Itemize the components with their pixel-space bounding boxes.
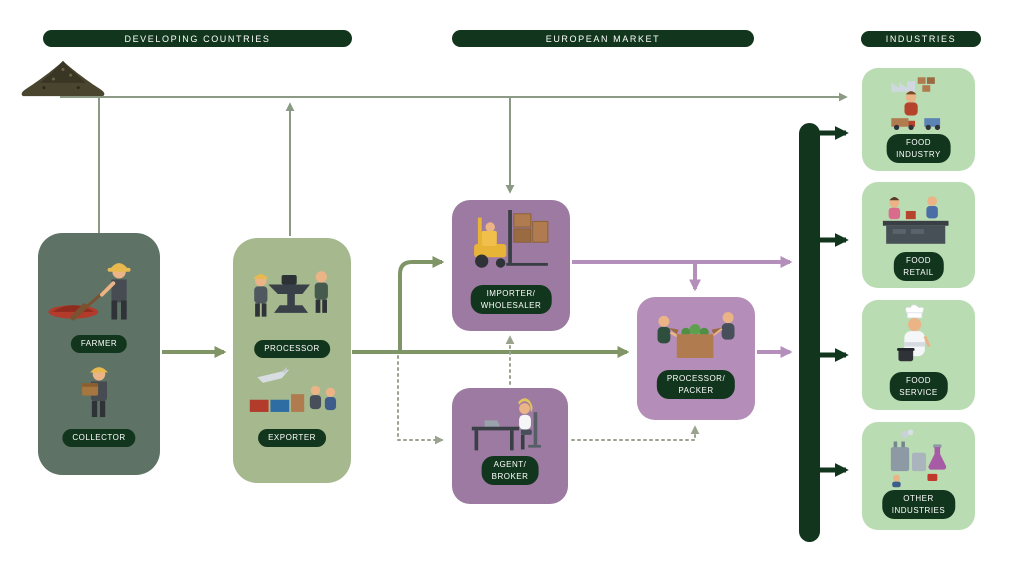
food-retail-box: FOOD RETAIL (862, 182, 975, 288)
agent-at-desk-illustration-icon (471, 398, 541, 451)
food-service-label: FOOD SERVICE (889, 372, 948, 402)
badge-developing-countries: DEVELOPING COUNTRIES (43, 30, 352, 47)
dotted-agent-to-packer (571, 425, 700, 441)
badge-industries: INDUSTRIES (861, 31, 981, 47)
agent-broker-box: AGENT/ BROKER (452, 388, 568, 504)
collector-label: COLLECTOR (62, 429, 136, 447)
food-industry-box: FOOD INDUSTRY (862, 68, 975, 171)
dotted-exporter-to-agent (397, 355, 444, 445)
food-factory-illustration-icon (890, 77, 940, 131)
collector-carrying-box-illustration-icon (82, 367, 108, 418)
forklift-warehouse-illustration-icon (474, 210, 549, 268)
retail-checkout-illustration-icon (882, 196, 949, 244)
exporter-label: EXPORTER (258, 429, 326, 447)
farmer-raking-illustration-icon (48, 263, 131, 321)
food-retail-label: FOOD RETAIL (893, 252, 944, 282)
processor-packer-box: PROCESSOR/ PACKER (637, 297, 755, 420)
importer-wholesaler-box: IMPORTER/ WHOLESALER (452, 200, 570, 331)
farmer-collector-box: FARMER COLLECTOR (38, 233, 160, 475)
chef-cooking-illustration-icon (896, 304, 931, 362)
food-industry-label: FOOD INDUSTRY (886, 134, 951, 164)
processing-machine-workers-illustration-icon (253, 271, 328, 317)
processor-label: PROCESSOR (254, 340, 330, 358)
distribution-bar (799, 123, 820, 542)
other-industries-label: OTHER INDUSTRIES (881, 490, 956, 520)
processor-packer-label: PROCESSOR/ PACKER (656, 370, 736, 400)
badge-european-market: EUROPEAN MARKET (452, 30, 754, 47)
agent-broker-label: AGENT/ BROKER (481, 456, 539, 486)
other-industries-box: OTHER INDUSTRIES (862, 422, 975, 530)
arrow-processor-to-importer (398, 256, 445, 352)
farmer-label: FARMER (70, 335, 128, 353)
industrial-lab-illustration-icon (890, 429, 946, 488)
food-service-box: FOOD SERVICE (862, 300, 975, 410)
processor-exporter-box: PROCESSOR EXPORTER (233, 238, 351, 483)
importer-wholesaler-label: IMPORTER/ WHOLESALER (470, 285, 552, 315)
commodity-pile-icon (21, 60, 105, 97)
packing-produce-illustration-icon (657, 312, 735, 358)
exporter-shipping-illustration-icon (249, 366, 337, 412)
